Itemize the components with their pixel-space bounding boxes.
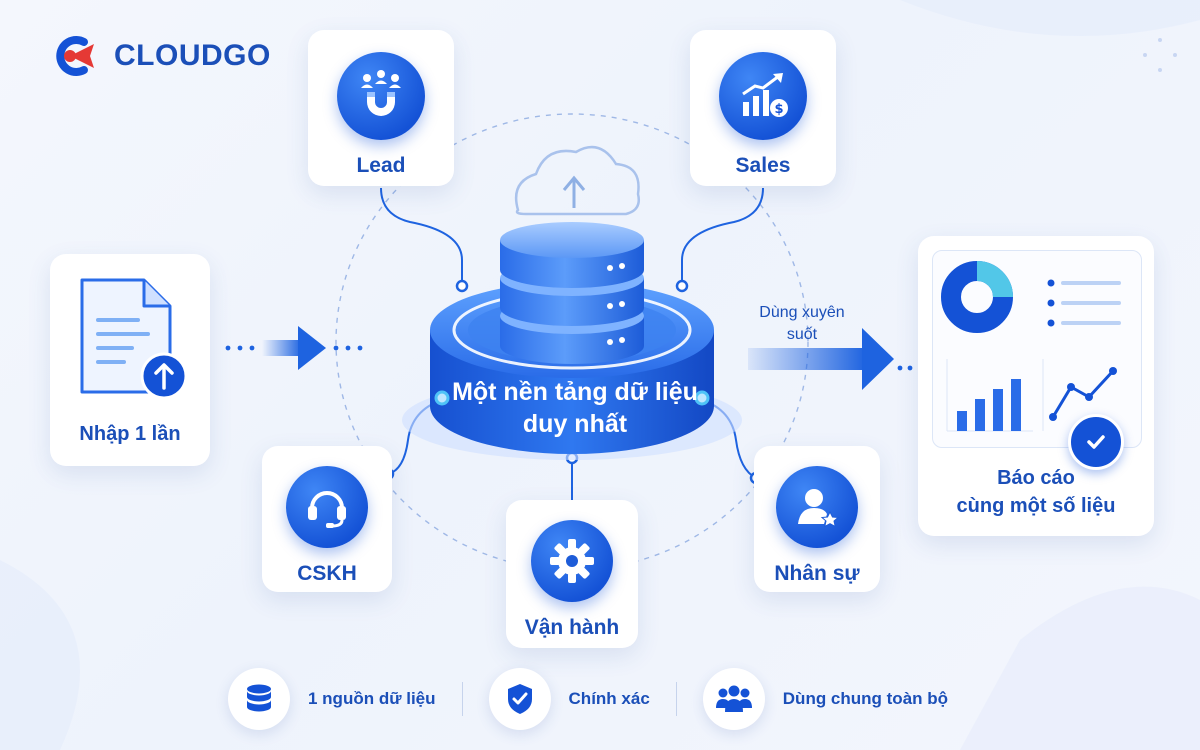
- benefit-accuracy: Chính xác: [488, 668, 650, 730]
- report-title: Báo cáo cùng một số liệu: [956, 467, 1116, 517]
- check-icon: [1068, 414, 1124, 470]
- cloudgo-logo-icon: [56, 36, 94, 76]
- benefit-label: 1 nguồn dữ liệu: [308, 689, 436, 708]
- benefit-label: Chính xác: [568, 689, 650, 708]
- cskh-card[interactable]: CSKH: [262, 446, 392, 592]
- cloud-upload-icon: [514, 145, 640, 216]
- database-icon: [228, 668, 290, 730]
- divider: [461, 682, 463, 716]
- svg-text:$: $: [774, 102, 783, 117]
- users-group-icon: [702, 668, 765, 730]
- input-label: Nhập 1 lần: [79, 423, 181, 445]
- van-hanh-card[interactable]: Vận hành: [506, 500, 638, 648]
- report-card[interactable]: Báo cáo cùng một số liệu: [918, 236, 1154, 536]
- magnet-users-icon: [337, 52, 425, 140]
- sales-card[interactable]: $ Sales: [690, 30, 836, 186]
- nhan-su-card[interactable]: Nhân sự: [754, 446, 880, 592]
- benefit-shared: Dùng chung toàn bộ: [702, 668, 949, 730]
- benefit-single-source: 1 nguồn dữ liệu: [228, 668, 436, 730]
- document-upload-icon: [80, 278, 188, 400]
- bottom-benefits-bar: 1 nguồn dữ liệu Chính xác Dùng chung toà…: [228, 664, 948, 734]
- database-icon: [500, 222, 644, 364]
- nhan-su-label: Nhân sự: [774, 562, 860, 585]
- central-platform-title: Một nền tảng dữ liệu duy nhất: [452, 378, 698, 438]
- bar-chart-dollar-icon: $: [719, 52, 807, 140]
- flow-label: Dùng xuyên suốt: [759, 304, 845, 343]
- report-dashboard: [932, 250, 1142, 448]
- gear-icon: [531, 520, 613, 602]
- lead-label: Lead: [356, 154, 406, 177]
- benefit-label: Dùng chung toàn bộ: [782, 689, 949, 708]
- input-card[interactable]: Nhập 1 lần: [50, 254, 210, 466]
- sales-label: Sales: [735, 154, 791, 177]
- divider: [675, 682, 677, 716]
- shield-check-icon: [488, 668, 551, 730]
- user-star-icon: [776, 466, 858, 548]
- input-arrow: [225, 326, 363, 370]
- output-arrow: [748, 328, 913, 390]
- brand-logo[interactable]: CLOUDGO: [46, 34, 271, 78]
- lead-card[interactable]: Lead: [308, 30, 454, 186]
- headset-icon: [286, 466, 368, 548]
- central-database-platform: [402, 145, 742, 460]
- brand-name: CLOUDGO: [114, 39, 271, 72]
- van-hanh-label: Vận hành: [524, 616, 620, 639]
- cskh-label: CSKH: [297, 562, 357, 585]
